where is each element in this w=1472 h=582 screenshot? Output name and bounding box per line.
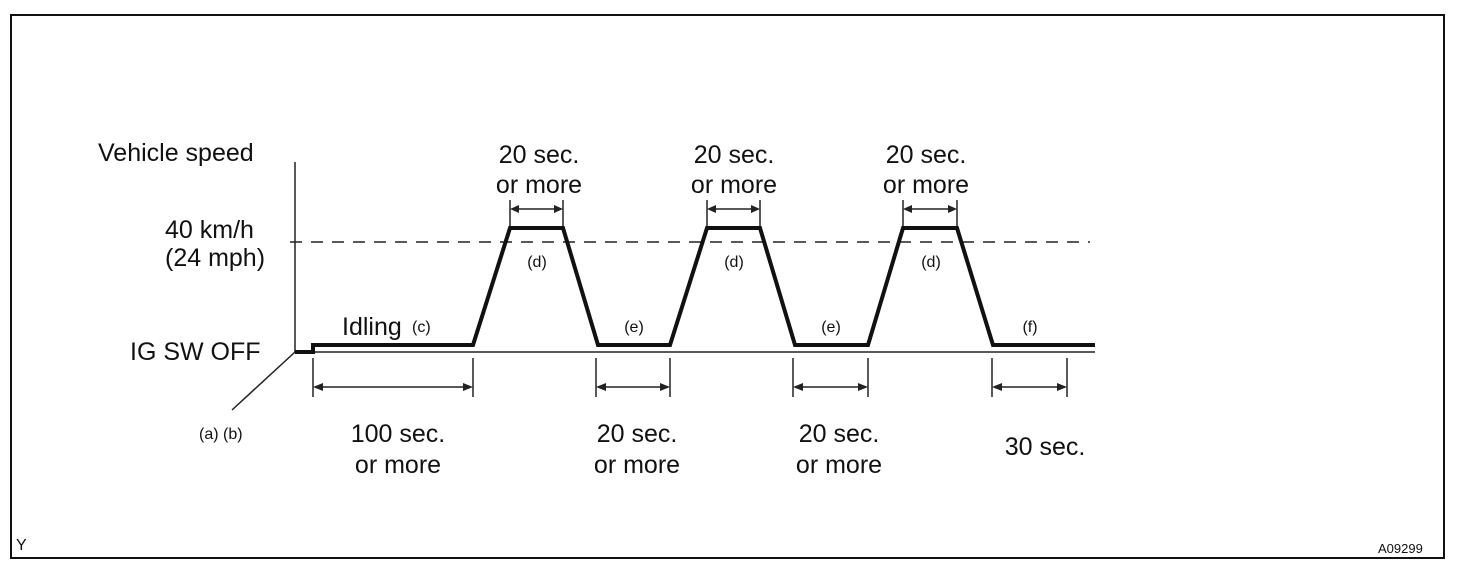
figure-id: A09299 — [1378, 541, 1423, 556]
arrowhead — [463, 383, 473, 391]
speed-value-label: 40 km/h (24 mph) — [165, 216, 265, 272]
duration-line2: or more — [690, 171, 778, 199]
speed-profile-line — [295, 226, 1095, 354]
dimension-d2 — [706, 200, 761, 226]
duration-d1-label: 20 sec. or more — [496, 140, 582, 200]
arrowhead — [1057, 383, 1067, 391]
arrowhead — [858, 383, 868, 391]
e-label-1: (e) — [624, 319, 644, 336]
dimension-e2 — [792, 358, 869, 397]
diagram-frame — [10, 14, 1445, 559]
ab-label: (a) (b) — [199, 426, 243, 443]
dimension-d1 — [509, 200, 564, 226]
ab-leader-line — [231, 351, 296, 411]
duration-e1-label: 20 sec. or more — [594, 419, 680, 481]
f-label: (f) — [1022, 319, 1038, 336]
arrowhead — [751, 205, 760, 213]
arrowhead — [510, 205, 519, 213]
arrowhead — [903, 205, 912, 213]
d-label-3: (d) — [921, 254, 941, 271]
duration-line1: 20 sec. — [596, 420, 678, 448]
duration-line2: or more — [593, 451, 681, 479]
duration-e2-label: 20 sec. or more — [796, 419, 882, 481]
duration-d2-label: 20 sec. or more — [691, 140, 777, 200]
arrowhead — [948, 205, 957, 213]
dimension-d3 — [902, 200, 958, 226]
arrowhead — [554, 205, 563, 213]
arrowhead — [660, 383, 670, 391]
duration-line2: or more — [354, 451, 442, 479]
arrowhead — [707, 205, 716, 213]
e-label-2: (e) — [821, 319, 841, 336]
c-label: (c) — [412, 319, 431, 336]
duration-d3-label: 20 sec. or more — [883, 140, 969, 200]
arrowhead — [313, 383, 323, 391]
duration-line1: 20 sec. — [498, 141, 580, 169]
duration-idling-label: 100 sec. or more — [351, 419, 446, 481]
idling-label: Idling — [342, 313, 402, 341]
speed-kmh: 40 km/h — [165, 216, 254, 244]
speed-mph: (24 mph) — [165, 244, 266, 272]
duration-line1: 100 sec. — [350, 420, 446, 448]
d-label-2: (d) — [724, 254, 744, 271]
arrowhead — [793, 383, 803, 391]
dimension-e1 — [595, 358, 671, 397]
arrowhead — [992, 383, 1002, 391]
arrowhead — [596, 383, 606, 391]
duration-line2: or more — [882, 171, 970, 199]
duration-line1: 20 sec. — [693, 141, 775, 169]
corner-code-left: Y — [16, 537, 27, 554]
duration-line1: 20 sec. — [885, 141, 967, 169]
dimension-f — [991, 358, 1068, 397]
d-label-1: (d) — [527, 254, 547, 271]
duration-line2: or more — [795, 451, 883, 479]
vehicle-speed-label: Vehicle speed — [98, 139, 254, 167]
duration-line1: 20 sec. — [798, 420, 880, 448]
duration-line2: or more — [495, 171, 583, 199]
ig-sw-off-label: IG SW OFF — [130, 338, 261, 366]
dimension-idling — [312, 358, 474, 397]
duration-f-label: 30 sec. — [1004, 433, 1086, 461]
